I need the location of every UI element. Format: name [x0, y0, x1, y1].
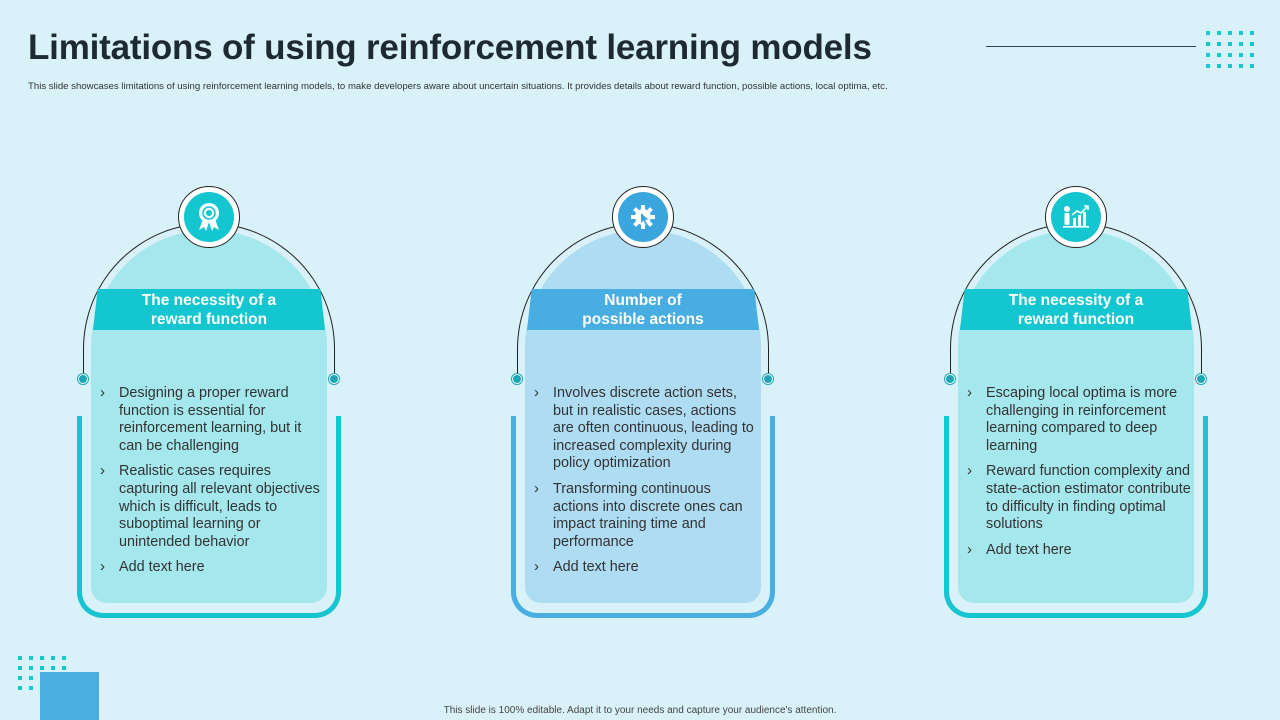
arch-end-dot-left: [512, 374, 522, 384]
card-icon-badge: [1045, 186, 1107, 248]
arch-end-dot-left: [945, 374, 955, 384]
card-heading: The necessity of a reward function: [960, 289, 1192, 330]
arch-end-dot-left: [78, 374, 88, 384]
arch-end-dot-right: [1196, 374, 1206, 384]
card-heading-line-1: Number of: [604, 292, 682, 309]
card-heading-line-1: The necessity of a: [1008, 292, 1144, 309]
list-item: Add text here: [100, 558, 324, 577]
list-item: Escaping local optima is more challengin…: [967, 384, 1191, 455]
gear-cursor-icon: [631, 205, 655, 229]
card-bullet-list: Escaping local optima is more challengin…: [967, 384, 1191, 567]
list-item: Realistic cases requires capturing all r…: [100, 462, 324, 551]
slide-footer-note: This slide is 100% editable. Adapt it to…: [443, 705, 837, 716]
award-ribbon-icon: [199, 203, 219, 231]
arch-end-dot-right: [329, 374, 339, 384]
card-bottom-frame: [944, 416, 1208, 618]
slide-subtitle: This slide showcases limitations of usin…: [28, 81, 888, 92]
decorative-corner-square: [40, 672, 99, 720]
growth-chart-person-icon: [1063, 205, 1089, 228]
card-heading-line-1: The necessity of a: [141, 292, 277, 309]
list-item: Add text here: [534, 558, 758, 577]
card-bullet-list: Designing a proper reward function is es…: [100, 384, 324, 585]
card-heading-line-2: possible actions: [582, 311, 704, 328]
list-item: Reward function complexity and state-act…: [967, 462, 1191, 533]
limitation-card-reward-function-1: The necessity of a reward function Desig…: [74, 186, 344, 620]
list-item: Involves discrete action sets, but in re…: [534, 384, 758, 473]
title-divider-line: [986, 46, 1196, 47]
arch-end-dot-right: [763, 374, 773, 384]
limitation-card-reward-function-2: The necessity of a reward function Escap…: [941, 186, 1211, 620]
card-heading-line-2: reward function: [150, 311, 268, 328]
card-icon-badge: [178, 186, 240, 248]
card-bottom-frame: [511, 416, 775, 618]
card-heading-line-2: reward function: [1017, 311, 1135, 328]
card-bullet-list: Involves discrete action sets, but in re…: [534, 384, 758, 585]
decorative-dot-grid-top: [1206, 31, 1254, 68]
card-heading: Number of possible actions: [527, 289, 759, 330]
card-icon-badge: [612, 186, 674, 248]
list-item: Add text here: [967, 541, 1191, 560]
slide-title: Limitations of using reinforcement learn…: [28, 28, 872, 67]
card-bottom-frame: [77, 416, 341, 618]
list-item: Transforming continuous actions into dis…: [534, 480, 758, 551]
card-heading: The necessity of a reward function: [93, 289, 325, 330]
limitation-card-possible-actions: Number of possible actions Inv: [508, 186, 778, 620]
list-item: Designing a proper reward function is es…: [100, 384, 324, 455]
